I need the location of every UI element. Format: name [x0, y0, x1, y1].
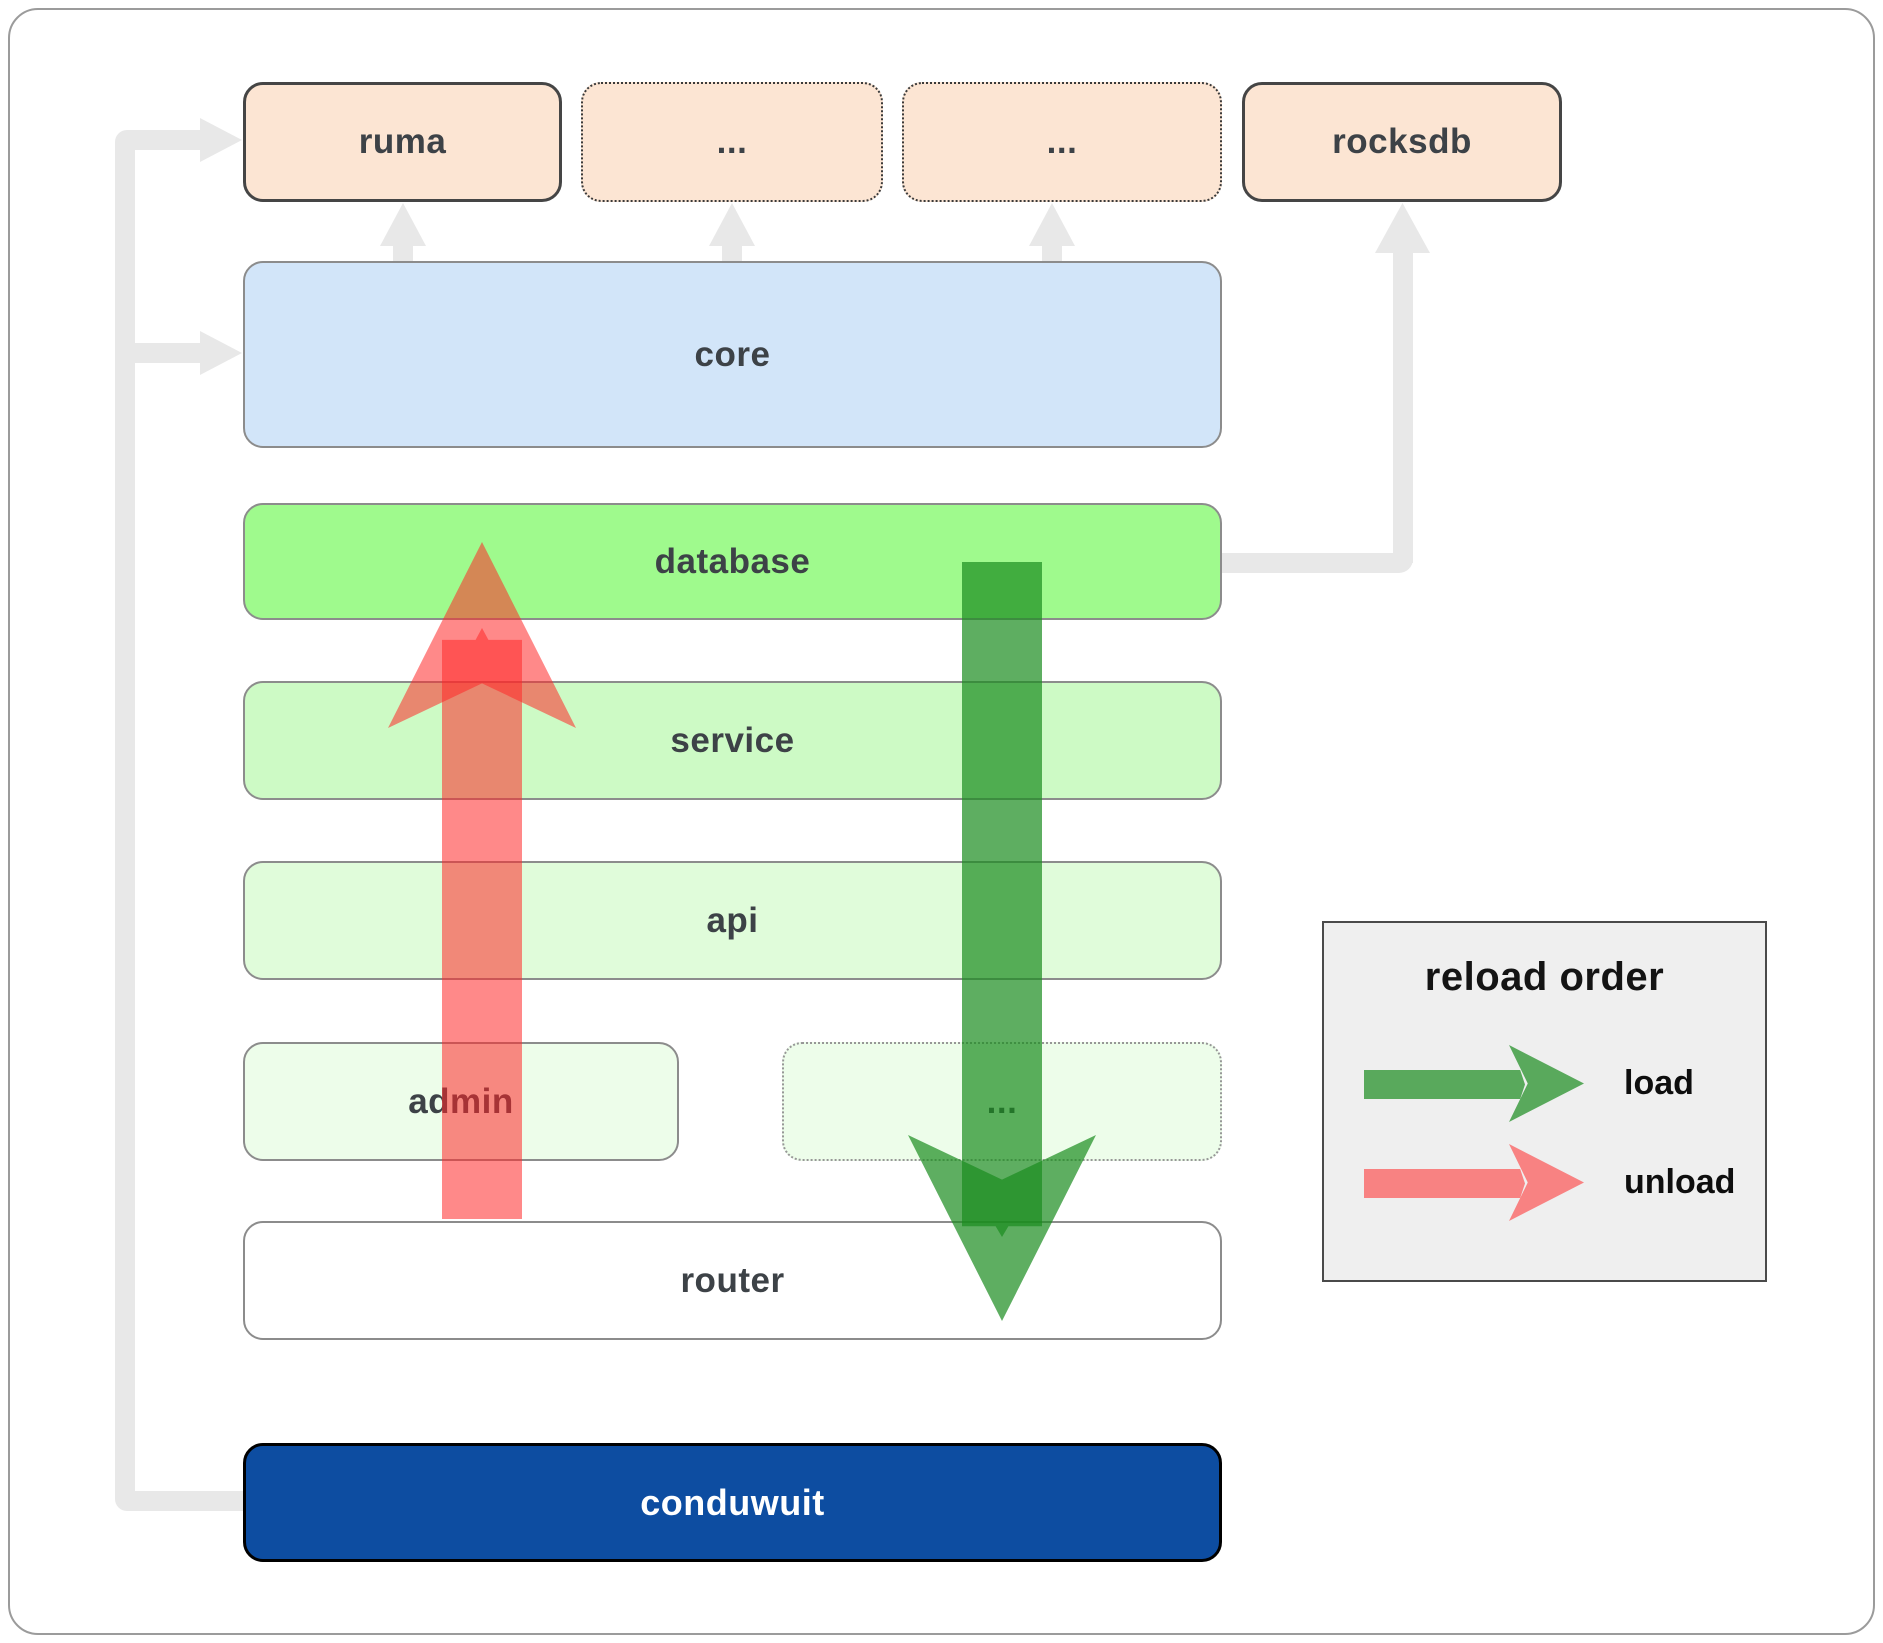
node-api: api — [243, 861, 1222, 980]
legend-load-arrow-body — [1364, 1070, 1525, 1099]
node-rocksdb-label: rocksdb — [1332, 122, 1472, 161]
load-arrow-body — [962, 562, 1042, 1237]
node-service-label: service — [670, 720, 795, 760]
node-router: router — [243, 1221, 1222, 1340]
legend-unload-arrow-body — [1364, 1169, 1525, 1198]
node-conduwuit: conduwuit — [243, 1443, 1222, 1562]
connector-left-vertical-line — [115, 130, 135, 1511]
node-ruma: ruma — [243, 82, 562, 202]
node-ellipsis-top-left-label: ... — [716, 122, 748, 161]
diagram-outer-frame — [8, 8, 1875, 1635]
node-api-label: api — [706, 900, 759, 940]
node-ellipsis-top-left: ... — [581, 82, 883, 202]
node-router-label: router — [680, 1260, 785, 1300]
connector-to-core-line — [135, 343, 200, 363]
node-database: database — [243, 503, 1222, 620]
node-core-label: core — [694, 334, 771, 374]
connector-database-to-rocksdb-vertical — [1393, 253, 1413, 563]
legend-load-label: load — [1624, 1064, 1694, 1102]
connector-core-to-ellipsis2-line — [1042, 246, 1062, 262]
node-ellipsis-top-right-label: ... — [1046, 122, 1078, 161]
node-core: core — [243, 261, 1222, 448]
legend: reload order load unload — [1322, 921, 1767, 1282]
unload-arrow-body — [442, 628, 522, 1219]
connector-from-conduwuit-line — [127, 1491, 243, 1511]
legend-unload-label: unload — [1624, 1163, 1736, 1201]
node-ruma-label: ruma — [358, 122, 447, 161]
connector-core-to-ruma-line — [393, 246, 413, 262]
connector-database-to-rocksdb-horizontal — [1222, 553, 1413, 573]
node-service: service — [243, 681, 1222, 800]
connector-to-ruma-line — [127, 130, 202, 150]
connector-core-to-ellipsis1-line — [722, 246, 742, 262]
node-rocksdb: rocksdb — [1242, 82, 1562, 202]
node-conduwuit-label: conduwuit — [640, 1481, 825, 1523]
node-database-label: database — [654, 541, 811, 581]
node-ellipsis-top-right: ... — [902, 82, 1222, 202]
legend-title: reload order — [1424, 955, 1665, 999]
